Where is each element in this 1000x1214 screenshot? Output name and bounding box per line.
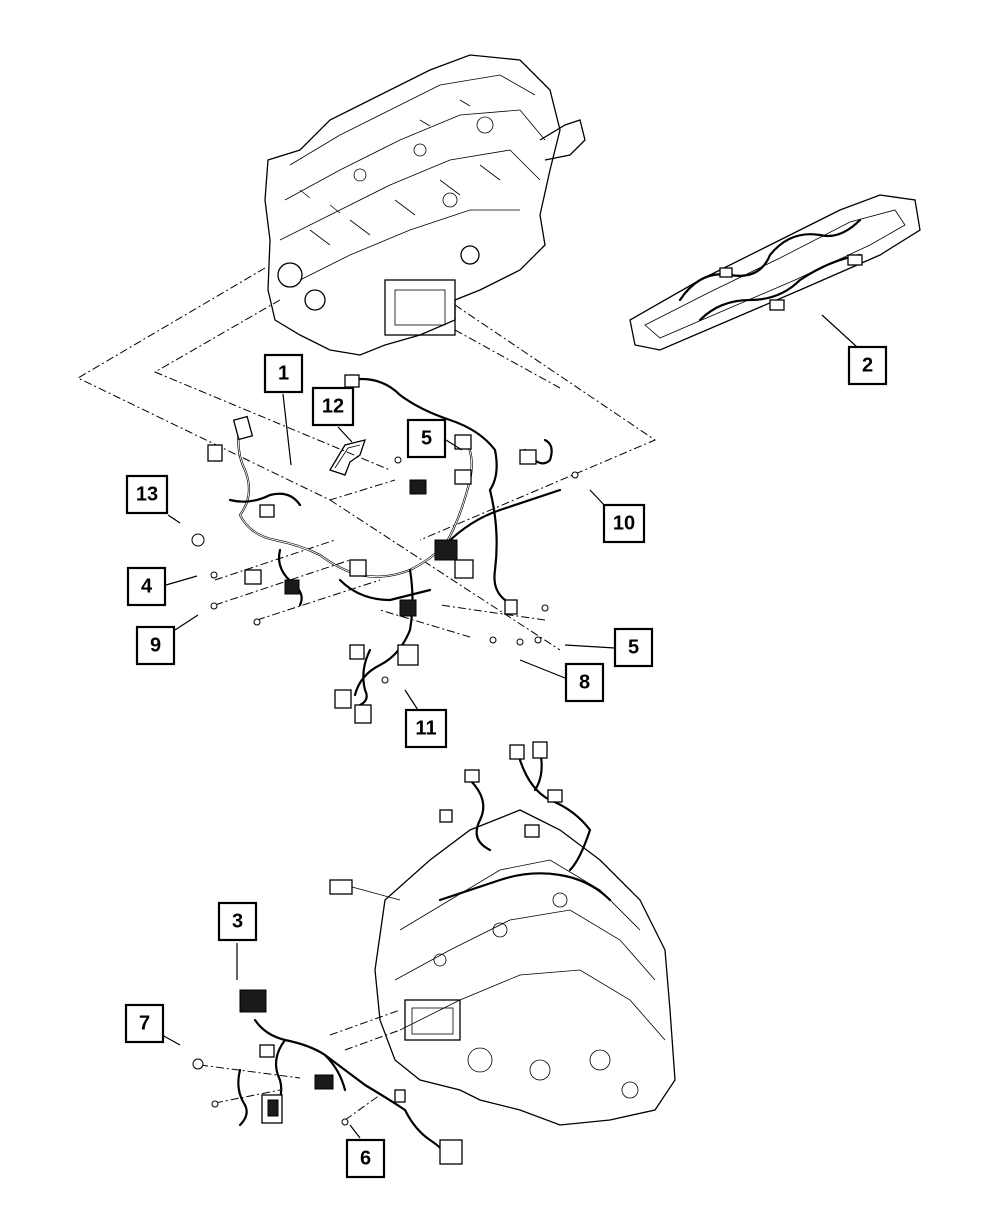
callout-9-label: 9 bbox=[150, 635, 161, 657]
callout-11: 11 bbox=[404, 708, 448, 749]
leader-6 bbox=[349, 1124, 361, 1139]
harness-part-3 bbox=[237, 989, 463, 1165]
fasteners-bottom bbox=[192, 1058, 349, 1126]
leader-1 bbox=[282, 393, 292, 466]
callout-12-label: 12 bbox=[322, 396, 344, 418]
callout-8-label: 8 bbox=[579, 672, 590, 694]
callout-11-label: 11 bbox=[415, 718, 436, 740]
callout-10-label: 10 bbox=[613, 513, 635, 535]
leader-13 bbox=[167, 514, 181, 524]
alignment-lines-bottom bbox=[199, 1009, 401, 1121]
engine-wiring-harness-part-1 bbox=[207, 374, 562, 724]
callout-13: 13 bbox=[125, 474, 169, 515]
leader-5b bbox=[564, 644, 616, 649]
callout-6: 6 bbox=[345, 1138, 386, 1179]
valve-cover-harness-part-2 bbox=[629, 194, 921, 351]
callout-8: 8 bbox=[564, 662, 605, 703]
callout-3: 3 bbox=[217, 901, 258, 942]
fasteners-top bbox=[191, 456, 579, 684]
callout-7-label: 7 bbox=[139, 1013, 150, 1035]
leader-12 bbox=[337, 426, 353, 443]
callout-5b: 5 bbox=[613, 627, 654, 668]
leader-5a bbox=[445, 439, 463, 451]
leader-9 bbox=[174, 614, 199, 631]
callout-2-label: 2 bbox=[862, 355, 873, 377]
callout-1: 1 bbox=[263, 353, 304, 394]
callout-13-label: 13 bbox=[136, 484, 158, 506]
bracket-part-12 bbox=[329, 439, 366, 476]
callout-5a: 5 bbox=[406, 418, 447, 459]
alignment-lines-top bbox=[76, 267, 657, 651]
callout-1-label: 1 bbox=[278, 363, 289, 385]
leader-11 bbox=[404, 689, 419, 711]
leader-7 bbox=[161, 1034, 181, 1046]
engine-block-bottom bbox=[329, 741, 676, 1126]
leader-4 bbox=[165, 575, 198, 586]
callout-5a-label: 5 bbox=[421, 428, 432, 450]
callout-2: 2 bbox=[847, 345, 888, 386]
engine-block-top bbox=[264, 54, 586, 356]
callout-12: 12 bbox=[311, 386, 355, 427]
callout-5b-label: 5 bbox=[628, 637, 639, 659]
callout-10: 10 bbox=[602, 503, 646, 544]
callout-4: 4 bbox=[126, 566, 167, 607]
callout-3-label: 3 bbox=[232, 911, 243, 933]
callout-4-label: 4 bbox=[141, 576, 153, 598]
leader-2 bbox=[821, 314, 858, 348]
callout-6-label: 6 bbox=[360, 1148, 371, 1170]
callout-7: 7 bbox=[124, 1003, 165, 1044]
callout-9: 9 bbox=[135, 625, 176, 666]
leader-8 bbox=[519, 659, 566, 679]
